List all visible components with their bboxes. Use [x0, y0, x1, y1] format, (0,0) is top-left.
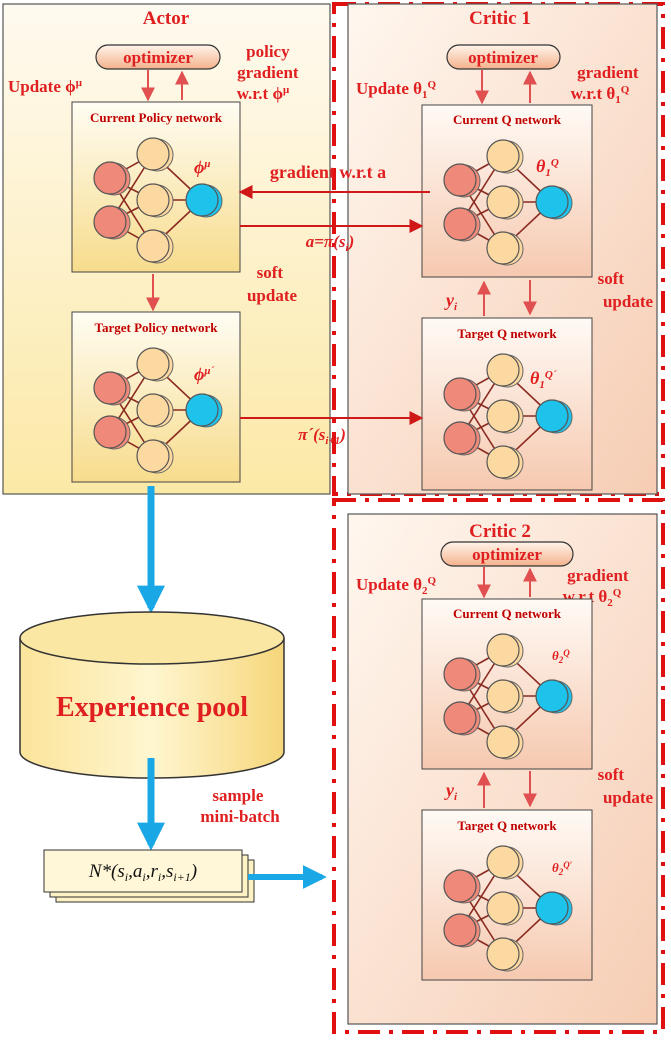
- minibatch-stack: N*(si,ai,ri,si+1): [43, 849, 255, 903]
- critic2-soft-update-label: soft update: [598, 765, 654, 807]
- hidden-node: [136, 229, 170, 263]
- actor-target-param: ϕμ´: [194, 364, 215, 384]
- actor-critic-links: gradient w.r.t a a=π(si) π´(si+1): [238, 162, 430, 447]
- hidden-node: [136, 393, 170, 427]
- actor-optimizer-label: optimizer: [123, 48, 193, 67]
- critic1-update-label: Update θ1Q: [356, 79, 437, 101]
- critic1-soft-update-label: soft update: [598, 269, 654, 311]
- hidden-node: [486, 185, 520, 219]
- input-node: [443, 421, 477, 455]
- hidden-node: [486, 679, 520, 713]
- actor-title: Actor: [143, 8, 190, 29]
- input-node: [443, 701, 477, 735]
- critic2-current-network-graph: [443, 633, 573, 760]
- critic1-target-param: θ1Q´: [530, 368, 557, 391]
- critic2-target-param: θ2Q′: [552, 860, 573, 877]
- input-node: [443, 869, 477, 903]
- critic2-title: Critic 2: [469, 521, 531, 542]
- hidden-node: [486, 353, 520, 387]
- experience-pool-cylinder: Experience pool: [19, 611, 285, 779]
- critic1-gradient-label: gradient w.r.t θ1Q: [571, 63, 643, 106]
- gradient-wrt-a-label: gradient w.r.t a: [270, 162, 386, 182]
- hidden-node: [486, 231, 520, 265]
- actor-current-param: ϕμ: [194, 157, 211, 177]
- critic2-current-network-label: Current Q network: [453, 606, 562, 621]
- actor-optimizer: optimizer: [95, 44, 221, 70]
- input-node: [93, 371, 127, 405]
- hidden-node: [136, 347, 170, 381]
- hidden-node: [486, 725, 520, 759]
- hidden-node: [486, 139, 520, 173]
- input-node: [443, 207, 477, 241]
- actor-gradient-label: policy gradient w.r.t ϕμ: [237, 42, 303, 103]
- target-action-label: π´(si+1): [298, 425, 346, 447]
- critic1-panel: Critic 1 optimizer Update θ1Q gradient w…: [332, 2, 665, 496]
- critic2-target-network-graph: [443, 845, 573, 972]
- critic1-current-param: θ1Q: [536, 156, 559, 179]
- output-node: [535, 679, 569, 713]
- critic1-current-network-label: Current Q network: [453, 112, 562, 127]
- critic1-optimizer: optimizer: [446, 44, 561, 70]
- hidden-node: [136, 183, 170, 217]
- hidden-node: [486, 937, 520, 971]
- output-node: [185, 393, 219, 427]
- actor-target-network-label: Target Policy network: [95, 320, 219, 335]
- actor-soft-update-label: soft update: [247, 263, 298, 305]
- output-node: [535, 399, 569, 433]
- critic2-panel: Critic 2 optimizer Update θ2Q gradient w…: [332, 498, 665, 1034]
- critic1-y-label: yi: [444, 290, 458, 313]
- actor-panel: Actor optimizer Update ϕμ policy gradien…: [2, 3, 331, 495]
- input-node: [443, 377, 477, 411]
- input-node: [443, 163, 477, 197]
- critic1-current-network-graph: [443, 139, 573, 266]
- critic2-current-param: θ2Q: [552, 648, 570, 665]
- critic1-title: Critic 1: [469, 8, 531, 29]
- hidden-node: [136, 439, 170, 473]
- input-node: [443, 657, 477, 691]
- hidden-node: [486, 399, 520, 433]
- input-node: [93, 415, 127, 449]
- action-label: a=π(si): [306, 232, 354, 254]
- actor-update-label: Update ϕμ: [8, 77, 83, 96]
- experience-pool-label: Experience pool: [56, 692, 248, 723]
- hidden-node: [486, 633, 520, 667]
- critic2-target-network-label: Target Q network: [457, 818, 557, 833]
- hidden-node: [486, 891, 520, 925]
- hidden-node: [486, 845, 520, 879]
- actor-current-network-graph: [93, 137, 223, 264]
- critic1-target-network-graph: [443, 353, 573, 480]
- minibatch-label: N*(si,ai,ri,si+1): [88, 861, 197, 884]
- hidden-node: [136, 137, 170, 171]
- output-node: [535, 185, 569, 219]
- sample-minibatch-label: sample mini-batch: [200, 786, 280, 826]
- output-node: [185, 183, 219, 217]
- critic2-optimizer: optimizer: [440, 541, 574, 567]
- input-node: [93, 205, 127, 239]
- critic2-update-label: Update θ2Q: [356, 575, 437, 597]
- input-node: [93, 161, 127, 195]
- input-node: [443, 913, 477, 947]
- critic1-target-network-label: Target Q network: [457, 326, 557, 341]
- hidden-node: [486, 445, 520, 479]
- actor-target-network-graph: [93, 347, 223, 474]
- critic2-y-label: yi: [444, 780, 458, 803]
- output-node: [535, 891, 569, 925]
- actor-current-network-label: Current Policy network: [90, 110, 223, 125]
- critic2-optimizer-label: optimizer: [472, 545, 542, 564]
- critic1-optimizer-label: optimizer: [468, 48, 538, 67]
